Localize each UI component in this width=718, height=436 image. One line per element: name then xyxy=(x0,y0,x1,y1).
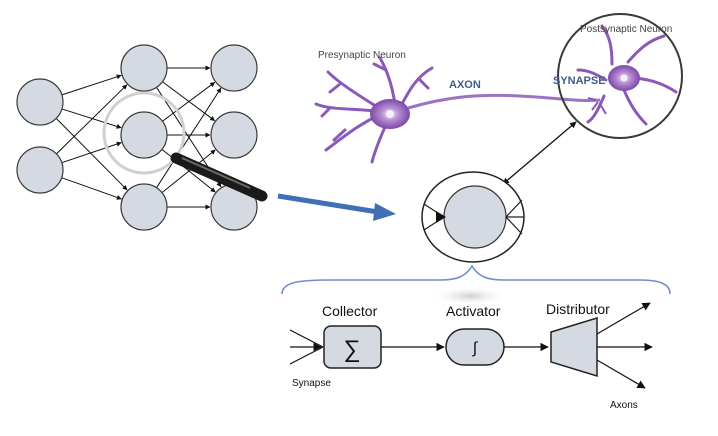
node-shadow xyxy=(430,286,510,306)
activator-label: Activator xyxy=(446,303,501,319)
collector-label: Collector xyxy=(322,303,378,319)
network-connection xyxy=(156,87,222,188)
sum-symbol-icon: ∑ xyxy=(343,336,360,363)
network-node-layer3-1 xyxy=(210,44,258,92)
presynaptic-neuron xyxy=(314,56,601,164)
neural-network xyxy=(16,44,258,231)
network-connection xyxy=(55,117,128,191)
presynaptic-neuron-label: Presynaptic Neuron xyxy=(318,50,406,61)
zoom-pointer-arrow xyxy=(277,193,396,221)
network-connection xyxy=(162,81,216,122)
network-node-layer2-2 xyxy=(120,111,168,159)
expansion-brace xyxy=(281,264,671,295)
network-node-layer3-2 xyxy=(210,111,258,159)
neuron-node-link-arrow xyxy=(502,121,577,185)
axon-label: AXON xyxy=(449,79,481,91)
network-connection xyxy=(61,141,122,164)
network-connection xyxy=(56,84,128,155)
network-node-layer2-1 xyxy=(120,44,168,92)
network-connection xyxy=(61,108,122,129)
network-nodes xyxy=(16,44,258,231)
synapse-input-label: Synapse xyxy=(292,378,331,389)
distributor-label: Distributor xyxy=(546,301,610,317)
network-connection xyxy=(61,74,122,96)
network-connection xyxy=(161,149,216,194)
distributor-shape xyxy=(550,316,598,378)
postsynaptic-neuron-label: Postsynaptic Neuron xyxy=(580,24,672,35)
integral-symbol-icon: ∫ xyxy=(472,340,479,357)
postsynaptic-neuron-zoom-circle xyxy=(557,13,683,139)
network-node-layer2-3 xyxy=(120,183,168,231)
network-node-layer1-2 xyxy=(16,146,64,194)
axons-output-label: Axons xyxy=(610,400,638,411)
synapse-label: SYNAPSE xyxy=(553,75,606,87)
magnifying-glass-icon xyxy=(102,91,268,202)
zoomed-node xyxy=(421,171,525,263)
network-connection xyxy=(61,177,122,200)
computational-model: ∑ ∫ xyxy=(289,302,653,389)
network-node-layer1-1 xyxy=(16,78,64,126)
